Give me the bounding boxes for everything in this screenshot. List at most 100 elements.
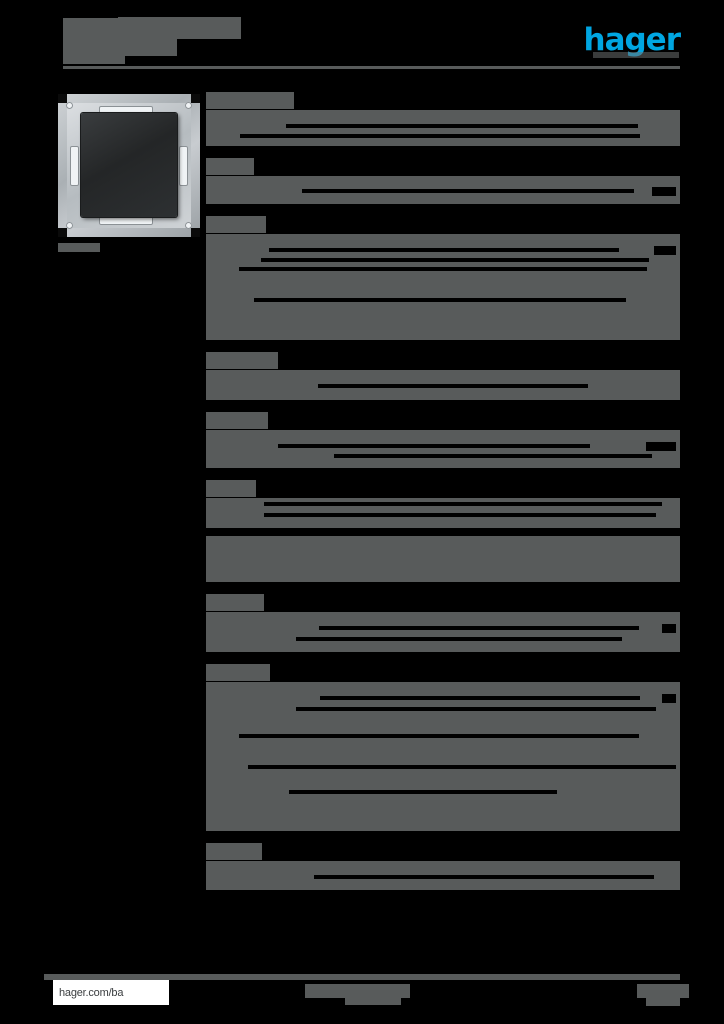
spec-section-gap	[206, 652, 680, 660]
spec-row-value-gap	[646, 441, 676, 451]
spec-row	[206, 274, 680, 294]
spec-section-heading-redacted	[206, 839, 680, 861]
spec-section	[206, 154, 680, 204]
spec-row	[206, 730, 680, 741]
spec-row-leader	[296, 706, 656, 711]
screw-boss-bl	[66, 222, 73, 229]
footer-page-number-redacted	[637, 984, 689, 998]
spec-row	[206, 440, 680, 451]
frame-notch-tl	[58, 94, 67, 103]
spec-section-heading-redacted	[206, 212, 680, 234]
spec-row	[206, 882, 680, 890]
spec-row	[206, 131, 680, 140]
footer-url-box[interactable]: hager.com/ba	[53, 980, 169, 1005]
spec-row	[206, 682, 680, 692]
spec-heading-block	[206, 480, 256, 497]
spec-row	[206, 741, 680, 761]
spec-row-leader	[302, 188, 634, 193]
spec-row-value-gap	[652, 186, 676, 196]
spec-row	[206, 110, 680, 120]
spec-section-gap	[206, 582, 680, 590]
spec-heading-block	[206, 412, 268, 429]
spec-heading-block	[206, 664, 270, 681]
claw-slot-bottom	[99, 216, 153, 225]
spec-row	[206, 714, 680, 730]
spec-row	[206, 509, 680, 520]
spec-heading-block	[206, 92, 294, 109]
footer-center-redacted	[305, 984, 410, 998]
spec-section-gap	[206, 831, 680, 839]
frame-notch-br	[191, 228, 200, 237]
document-subtitle-redacted	[63, 43, 125, 64]
spec-section-heading-redacted	[206, 154, 680, 176]
spec-section-heading-redacted	[206, 408, 680, 430]
spec-row	[206, 451, 680, 460]
document-title-redacted-2	[118, 17, 241, 39]
spec-row	[206, 255, 680, 264]
spec-heading-block	[206, 352, 278, 369]
claw-slot-right	[179, 146, 188, 186]
page-footer: hager.com/ba	[0, 964, 724, 1024]
switch-rocker	[81, 113, 177, 217]
screw-boss-tr	[185, 102, 192, 109]
spec-row	[206, 176, 680, 185]
spec-row-leader	[286, 123, 638, 128]
spec-row	[206, 786, 680, 797]
spec-row-value-gap	[662, 623, 676, 633]
brand-wordmark: hager	[583, 21, 681, 58]
spec-section	[206, 536, 680, 582]
header-divider	[63, 66, 680, 69]
spec-row-leader	[240, 133, 640, 138]
spec-section-heading-redacted	[206, 660, 680, 682]
spec-row-leader	[239, 267, 647, 271]
spec-row-leader	[319, 625, 639, 630]
product-caption-redacted	[58, 243, 100, 252]
spec-section-heading-redacted	[206, 476, 680, 498]
claw-slot-left	[70, 146, 79, 186]
spec-row-leader	[239, 733, 639, 738]
spec-row	[206, 633, 680, 644]
footer-url-text: hager.com/ba	[59, 986, 124, 999]
spec-row-leader	[254, 298, 626, 302]
spec-heading-block	[206, 594, 264, 611]
spec-row	[206, 140, 680, 146]
spec-row	[206, 644, 680, 652]
spec-row	[206, 380, 680, 391]
spec-row	[206, 120, 680, 131]
spec-section	[206, 839, 680, 890]
screw-boss-br	[185, 222, 192, 229]
spec-row	[206, 612, 680, 622]
frame-notch-bl	[58, 228, 67, 237]
spec-section	[206, 88, 680, 146]
spec-section-heading-redacted	[206, 348, 680, 370]
frame-notch-tr	[191, 94, 200, 103]
spec-row	[206, 370, 680, 380]
spec-row	[206, 264, 680, 274]
screw-boss-tl	[66, 102, 73, 109]
spec-row	[206, 294, 680, 306]
spec-heading-block	[206, 158, 254, 175]
spec-row	[206, 498, 680, 509]
spec-row	[206, 520, 680, 528]
spec-row	[206, 692, 680, 703]
spec-section	[206, 476, 680, 528]
spec-row-leader	[278, 443, 590, 448]
footer-center-redacted-2	[345, 995, 401, 1005]
spec-section-gap	[206, 400, 680, 408]
spec-row	[206, 391, 680, 400]
spec-section	[206, 348, 680, 400]
spec-row	[206, 185, 680, 196]
claw-slot-top	[99, 106, 153, 115]
specification-table	[206, 88, 680, 890]
spec-row	[206, 430, 680, 440]
spec-row	[206, 871, 680, 882]
spec-row	[206, 536, 680, 582]
spec-section-gap	[206, 528, 680, 536]
spec-row-value-gap	[654, 245, 676, 255]
product-image	[58, 94, 200, 237]
spec-row-leader	[314, 874, 654, 879]
logo-underline	[593, 52, 679, 58]
footer-page-number-redacted-2	[646, 995, 680, 1006]
spec-row-value-gap	[662, 693, 676, 703]
